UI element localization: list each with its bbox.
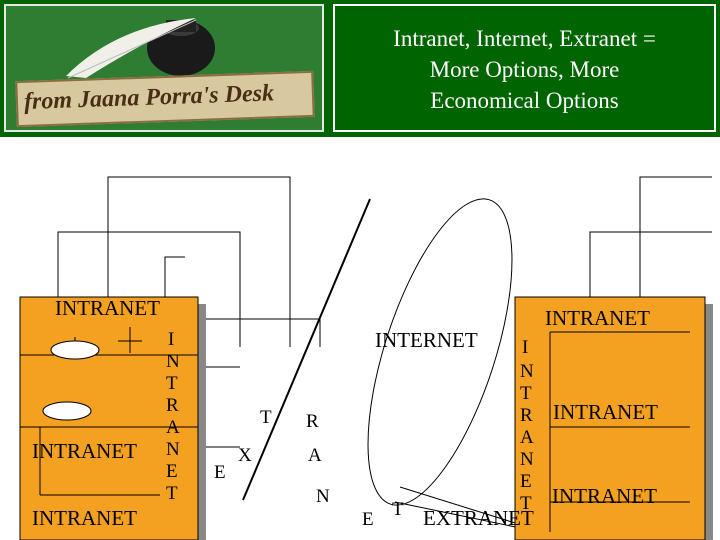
workstation-oval: [42, 401, 92, 421]
extranet-letter: A: [308, 445, 322, 466]
connector-line: [399, 486, 529, 528]
extranet-label: EXTRANET: [423, 506, 534, 530]
extranet-letter: T: [392, 499, 404, 520]
intranet-box-right: [514, 296, 706, 540]
extranet-letter: T: [260, 407, 272, 428]
connector-line: [394, 501, 531, 531]
intranet-label-bottom-right: INTRANET: [552, 484, 657, 508]
connector-line: [180, 318, 321, 347]
workstation-oval: [50, 340, 100, 360]
vertical-letter: N: [520, 449, 534, 470]
title-line-1: Intranet, Internet, Extranet =: [393, 26, 656, 51]
internet-cloud: [367, 198, 513, 506]
intranet-label-top-right: INTRANET: [545, 306, 650, 330]
connector-line: [639, 176, 712, 312]
vertical-letter: E: [520, 471, 532, 492]
extranet-letter: R: [306, 411, 319, 432]
vertical-letter: N: [520, 361, 534, 382]
vertical-letter: R: [520, 405, 533, 426]
vertical-letter: E: [166, 461, 178, 482]
internet-label: INTERNET: [375, 328, 478, 352]
vertical-letter: I: [168, 329, 175, 350]
vertical-letter: A: [520, 427, 534, 448]
vertical-letter: T: [520, 383, 532, 404]
extranet-letter: E: [214, 462, 226, 483]
inkwell-quill-icon: [66, 18, 215, 79]
title-line-3: Economical Options: [430, 88, 619, 113]
vertical-letter: R: [166, 395, 179, 416]
extranet-letter: E: [362, 509, 374, 530]
intranet-label-mid-left: INTRANET: [32, 439, 137, 463]
connector-line: [164, 256, 185, 312]
intranet-label-mid-right: INTRANET: [553, 400, 658, 424]
network-diagram: [19, 176, 713, 540]
vertical-letter: A: [166, 417, 180, 438]
vertical-letter: T: [166, 373, 178, 394]
connector-line: [107, 176, 291, 347]
extranet-letter: X: [238, 445, 252, 466]
vertical-letter: T: [166, 483, 178, 504]
logo: from Jaana Porra's Desk: [4, 4, 324, 132]
intranet-label-bottom-left: INTRANET: [32, 506, 137, 530]
page-title: Intranet, Internet, Extranet = More Opti…: [333, 4, 716, 132]
vertical-letter: N: [166, 351, 180, 372]
intranet-box-left: [19, 296, 199, 540]
vertical-letter: N: [166, 439, 180, 460]
connector-line: [57, 231, 241, 347]
intranet-label-top-left: INTRANET: [55, 296, 160, 320]
extranet-slash-line: [242, 198, 371, 501]
vertical-letter: T: [520, 493, 532, 514]
title-line-2: More Options, More: [429, 57, 620, 82]
connector-line: [589, 231, 712, 312]
extranet-letter: N: [316, 486, 330, 507]
vertical-letter: I: [522, 337, 529, 358]
